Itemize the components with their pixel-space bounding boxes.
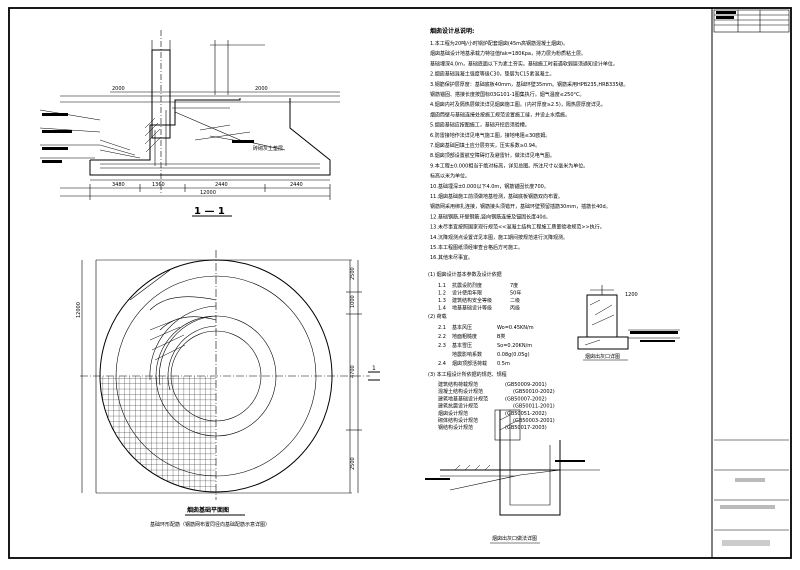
param-label: 建筑结构安全等级 <box>452 297 492 304</box>
notes-group-1: (1) 烟囱设计基本参数及设计依据 <box>428 271 502 278</box>
notes-line: 13.未尽事宜按照国家现行规范<<混凝土结构工程施工质量验收规范>>执行。 <box>430 224 605 231</box>
param-value: 二级 <box>510 297 520 304</box>
notes-line: 12.基础钢筋,环壁钢筋,竖向钢筋连接及锚固长度40d。 <box>430 213 551 220</box>
section-dim-top-2: 2000 <box>255 86 268 92</box>
load-value: Wo=0.45KN/m <box>497 325 534 331</box>
notes-line: 2.烟囱基础混凝土强度等级C30，垫层为C15素混凝土。 <box>430 71 554 78</box>
code-label: 钢结构设计规范 <box>438 424 473 431</box>
load-label: 地面粗糙度 <box>452 333 477 340</box>
load-value: 0.5m <box>497 361 510 367</box>
plan-dim-left: 12000 <box>76 302 82 318</box>
param-value: 50年 <box>510 290 521 297</box>
notes-line: 烟囱筒壁与基础连接处按施工规范设置施工缝，并设止水措施。 <box>430 111 570 118</box>
notes-lines: 1.本工程为20吨/小时锅炉配套烟囱(45m高钢筋混凝土烟囱)。 烟囱基础设计地… <box>430 40 629 261</box>
load-no: 2.3 <box>438 343 446 349</box>
code-label: 砌体结构设计规范 <box>438 417 478 424</box>
detail-ash-door <box>577 285 680 350</box>
param-label: 地基基础设计等级 <box>452 305 492 312</box>
code-label: 建筑抗震设计规范 <box>438 403 478 410</box>
load-no: 2.1 <box>438 325 446 331</box>
code-label: 混凝土结构设计规范 <box>438 388 483 395</box>
param-label: 设计使用年限 <box>452 290 482 297</box>
param-label: 抗震设防烈度 <box>452 282 482 289</box>
load-value: So=0.20KN/m <box>497 343 532 349</box>
notes-line: 15.本工程图纸须经审查合格后方可施工。 <box>430 244 523 251</box>
notes-line: 14.沉降观测点设置详见本图，施工期间按规范进行沉降观测。 <box>430 234 568 241</box>
sheet-border <box>8 7 792 559</box>
plan-dim-right-2: 1000 <box>350 295 356 308</box>
notes-line: 钢筋网采用绑扎连接，钢筋接头须错开，基础环壁预留插筋30mm，插筋长40d。 <box>430 203 611 210</box>
notes-line: 5.烟囱基础应按图施工，基础开挖后须验槽。 <box>430 122 530 129</box>
notes-items-2: 2.1 基本风压 Wo=0.45KN/m 2.2 地面粗糙度 B类 2.3 基本雪压 So=0.… <box>438 324 534 367</box>
section-dim-bottom-2: 1360 <box>152 182 165 188</box>
plan-dim-right-4: 2500 <box>350 457 356 470</box>
load-label: 烟囱顶部活荷载 <box>452 360 487 367</box>
notes-group-2: (2) 荷载 <box>428 313 447 320</box>
param-no: 1.1 <box>438 283 446 289</box>
notes-line: 标高以米为单位。 <box>430 173 470 180</box>
code-id: (GB50007-2002) <box>505 396 547 402</box>
notes-group-3: (3) 本工程设计所依据的规范、规程 <box>428 371 507 378</box>
load-label: 基本风压 <box>452 324 472 331</box>
code-label: 烟囱设计规范 <box>438 410 468 417</box>
plan-section-mark: 1 <box>372 365 376 372</box>
param-value: 7度 <box>510 282 518 289</box>
section-dim-bottom-4: 2440 <box>290 182 303 188</box>
title-block-grid <box>713 9 790 546</box>
code-id: (GB50009-2001) <box>505 382 547 388</box>
load-no: 2.2 <box>438 334 446 340</box>
param-no: 1.2 <box>438 291 446 297</box>
notes-line: 16.其他未尽事宜。 <box>430 254 473 261</box>
param-no: 1.3 <box>438 298 446 304</box>
notes-line: 11.烟囱基础施工前须做地基检测，基础底板钢筋双向布置。 <box>430 193 563 200</box>
code-label: 建筑地基基础设计规范 <box>438 395 488 402</box>
plan-title: 烟囱基础平面图 <box>187 506 229 514</box>
foundation-plan-drawing <box>80 250 380 500</box>
load-no: 2.4 <box>438 361 446 367</box>
code-id: (GB50011-2001) <box>513 404 555 410</box>
section-label: 1 — 1 <box>194 206 225 217</box>
section-dim-total: 12000 <box>200 190 216 196</box>
plan-subtitle: 基础环形配筋（钢筋网布置同径向基础配筋示意详图） <box>150 521 270 528</box>
load-value: B类 <box>497 333 505 340</box>
section-dim-top-1: 2000 <box>112 86 125 92</box>
section-dim-bottom-1: 3480 <box>112 182 125 188</box>
load-label: 基本雪压 <box>452 342 472 349</box>
notes-line: 9.本工程±0.000相当于绝对标高，详见总图。所注尺寸以毫米为单位。 <box>430 162 588 169</box>
param-no: 1.4 <box>438 306 446 312</box>
code-label: 建筑结构荷载规范 <box>438 381 478 388</box>
notes-line: 7.烟囱基础回填土应分层夯实，压实系数≥0.94。 <box>430 142 540 149</box>
section-callout-right: 砖砌灰土垫层 <box>253 145 283 152</box>
notes-line: 10.基础埋深±0.000以下4.0m，钢筋锚固长度700。 <box>430 183 549 190</box>
notes-line: 8.烟囱顶部设置航空障碍灯及避雷针，做法详见电气图。 <box>430 152 555 159</box>
notes-codes: 建筑结构荷载规范 (GB50009-2001) 混凝土结构设计规范 (GB50010-… <box>438 381 555 431</box>
load-label: 地震影响系数 <box>452 351 482 358</box>
param-value: 丙级 <box>510 305 520 312</box>
detail-2-label: 烟囱出灰口做法详图 <box>492 535 537 542</box>
detail-dim-1200: 1200 <box>625 292 638 298</box>
section-dim-bottom-3: 2440 <box>215 182 228 188</box>
section-1-1-drawing <box>39 30 340 200</box>
notes-items-1: 1.1 抗震设防烈度 7度 1.2 设计使用年限 50年 1.3 建筑结构安全等级 二级 1.4 地… <box>438 282 521 312</box>
plan-dim-right-3: 4700 <box>350 365 356 378</box>
code-id: (GB50051-2002) <box>505 411 547 417</box>
plan-dim-right-1: 2500 <box>350 267 356 280</box>
notes-line: 3.钢筋保护层厚度：基础底板40mm，基础环壁35mm。钢筋采用HPB235,H… <box>430 81 629 88</box>
notes-heading: 烟囱设计总说明: <box>430 27 474 35</box>
notes-line: 基础埋深4.0m，基础底面以下为素土夯实。基础施工时若遇软弱层须通知设计单位。 <box>430 60 618 67</box>
notes-line: 烟囱基础设计地基承载力特征值fak=180Kpa，持力层为粉质粘土层。 <box>430 50 586 57</box>
detail-1-label: 烟囱出灰口详图 <box>585 353 620 360</box>
notes-line: 6.防雷接地作法详见电气施工图，接地电阻≤30欧姆。 <box>430 132 550 139</box>
load-value: 0.08g(0.05g) <box>497 352 530 358</box>
notes-line: 钢筋锚固、搭接长度按国标03G101-1图集执行。烟气温度≤250°C。 <box>430 91 585 98</box>
notes-line: 1.本工程为20吨/小时锅炉配套烟囱(45m高钢筋混凝土烟囱)。 <box>430 40 568 47</box>
code-id: (GB50017-2003) <box>505 425 547 431</box>
code-id: (GB50010-2002) <box>513 389 555 395</box>
code-id: (GB50003-2001) <box>513 418 555 424</box>
notes-line: 4.烟囱内衬及隔热层做法详见烟囱施工图。(内衬厚度≥2.5)，隔热层厚度详见。 <box>430 101 606 108</box>
detail-ash-outlet <box>425 409 600 516</box>
